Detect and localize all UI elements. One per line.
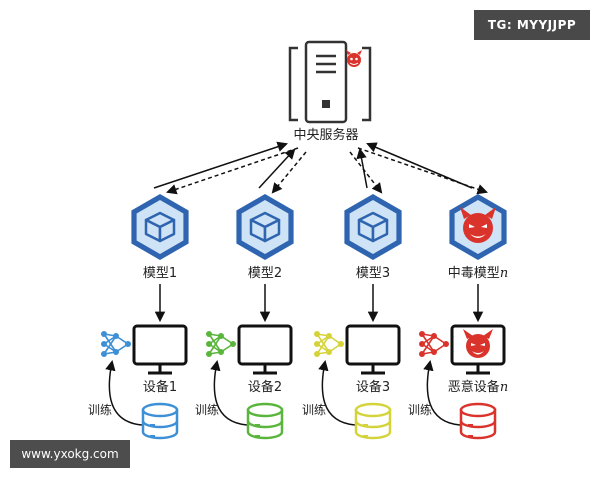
upload-arrow-4	[366, 142, 473, 189]
model-hex-icon-1	[131, 194, 189, 260]
train-arrow-3	[318, 359, 356, 426]
model-label-3: 模型3	[355, 266, 391, 281]
models-row	[131, 194, 507, 260]
neural-network-icon-3	[314, 331, 344, 357]
monitor-icon-1	[132, 324, 188, 375]
model-label-1: 模型1	[142, 266, 178, 281]
neural-network-icon-4	[419, 331, 449, 357]
download-arrow-3	[349, 151, 383, 194]
connection-arrows	[105, 141, 488, 426]
upload-arrow-1	[153, 141, 288, 189]
train-arrow-2	[210, 359, 248, 426]
watermark-telegram: TG: MYYJJPP	[474, 10, 590, 40]
database-icon-4	[459, 402, 497, 440]
device-label-2: 设备2	[247, 380, 283, 395]
train-label-2: 训练	[195, 403, 220, 417]
poisoned-model-icon	[449, 194, 507, 260]
malicious-monitor-icon	[450, 324, 506, 375]
monitor-icon-3	[345, 324, 401, 375]
train-label-1: 训练	[88, 403, 113, 417]
model-label-2: 模型2	[247, 266, 283, 281]
device-label-1: 设备1	[142, 380, 178, 395]
train-arrow-4	[423, 359, 461, 426]
devices-row	[101, 324, 506, 440]
neural-network-icon-2	[206, 331, 236, 357]
train-label-3: 训练	[302, 403, 327, 417]
server-label: 中央服务器	[293, 128, 359, 143]
download-arrow-1	[166, 147, 299, 195]
neural-network-icon-1	[101, 331, 131, 357]
device-label-3: 设备3	[355, 380, 391, 395]
train-label-n: 训练	[408, 403, 433, 417]
device-label-n: 恶意设备n	[447, 380, 509, 395]
monitor-icon-2	[237, 324, 293, 375]
database-icon-3	[354, 402, 392, 440]
model-label-n: 中毒模型n	[447, 266, 509, 281]
server-devil-icon	[346, 50, 362, 67]
download-arrow-4	[357, 147, 488, 195]
server-icon	[288, 40, 372, 124]
download-arrow-2	[271, 151, 307, 194]
database-icon-2	[246, 402, 284, 440]
model-hex-icon-2	[236, 194, 294, 260]
watermark-website: www.yxokg.com	[10, 440, 130, 468]
model-hex-icon-3	[344, 194, 402, 260]
database-icon-1	[141, 402, 179, 440]
train-arrow-1	[105, 359, 143, 426]
upload-arrow-2	[258, 148, 296, 189]
